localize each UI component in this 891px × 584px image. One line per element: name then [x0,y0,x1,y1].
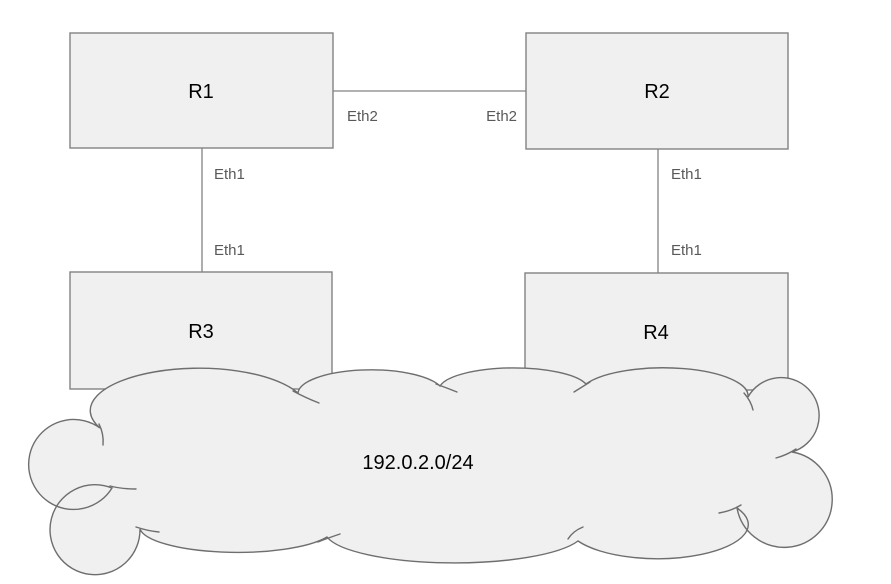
node-r1-label: R1 [188,81,214,103]
network-cloud: 192.0.2.0/24 [27,367,833,576]
cloud-tick-right-bottom [718,504,742,514]
nodes-layer: R1 R2 R3 R4 [69,32,789,391]
cloud-network-label: 192.0.2.0/24 [362,452,473,474]
cloud-tick-left-top [98,423,104,446]
cloud-tick-left-lower [135,526,160,533]
port-label-r2-eth2: Eth2 [486,108,517,125]
node-r1-box [69,32,334,149]
node-r2: R2 [525,32,789,150]
node-r1: R1 [69,32,334,149]
cloud-tick-left-mid [109,485,137,490]
port-label-r2-eth1: Eth1 [671,166,702,183]
port-label-r3-eth1: Eth1 [214,242,245,259]
cloud-tick-top-2 [435,383,458,393]
node-r2-box [525,32,789,150]
port-label-r1-eth1: Eth1 [214,166,245,183]
port-label-r1-eth2: Eth2 [347,108,378,125]
port-label-r4-eth1: Eth1 [671,242,702,259]
cloud-tick-right [775,448,797,459]
cloud-shape [27,367,833,576]
cloud-tick-top-1 [292,390,320,404]
edges-layer [201,90,659,273]
cloud-tick-bottom-left [317,533,341,543]
cloud-tick-bottom-right [567,526,584,540]
cloud-arc-overlaps [98,381,797,543]
node-r3-label: R3 [188,321,214,343]
node-r2-label: R2 [644,81,670,103]
node-r4-label: R4 [643,322,669,344]
port-labels-layer: Eth2 Eth2 Eth1 Eth1 Eth1 Eth1 [214,108,702,259]
cloud-tick-top-right [743,392,754,411]
cloud-tick-top-3 [573,381,591,393]
